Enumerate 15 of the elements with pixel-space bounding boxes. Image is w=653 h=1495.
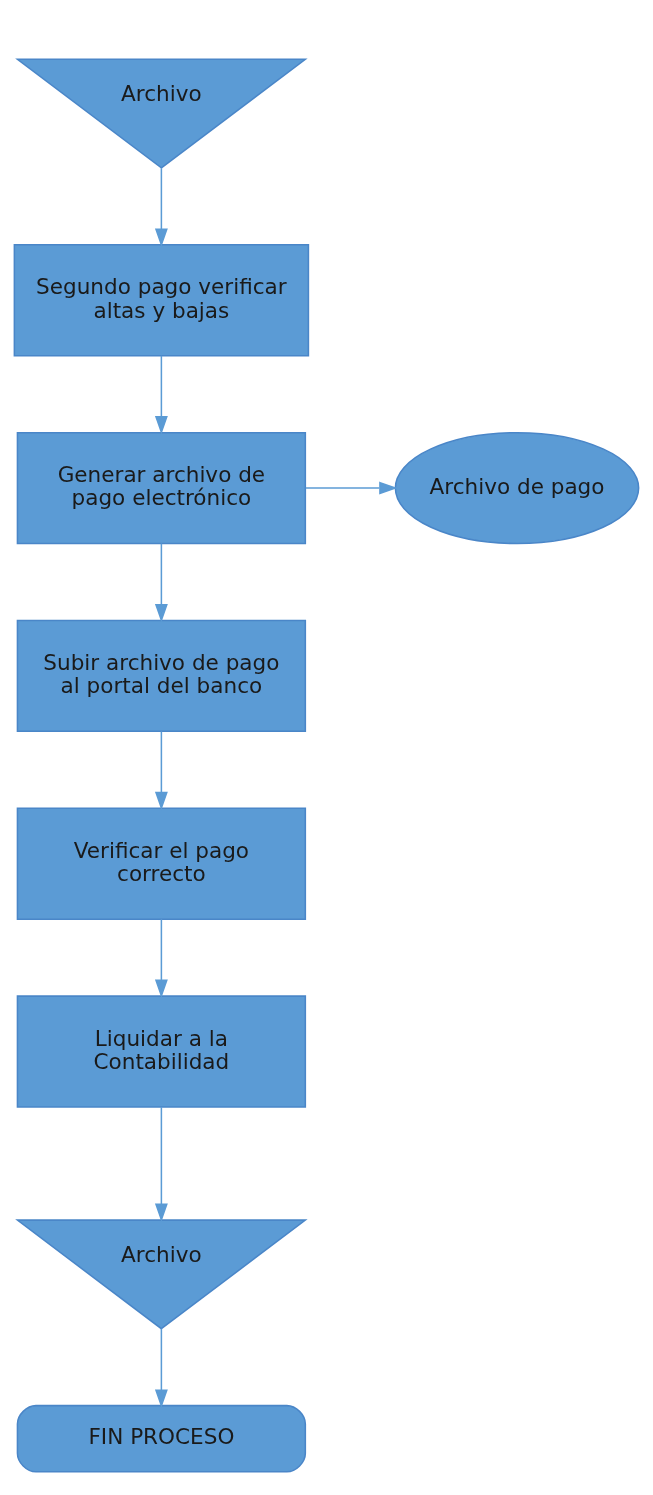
arrow xyxy=(305,481,398,495)
arrow xyxy=(154,354,168,435)
arrow xyxy=(154,730,168,811)
arrow xyxy=(154,167,168,248)
node-box: Liquidar a la Contabilidad xyxy=(16,995,307,1108)
node-box: FIN PROCESO xyxy=(16,1404,307,1473)
node-ellipse: Archivo de pago xyxy=(394,431,640,545)
arrow xyxy=(154,1106,168,1222)
node-box: Generar archivo de pago electrónico xyxy=(16,431,307,545)
arrow xyxy=(154,542,168,623)
node-box: Segundo pago verificar altas y bajas xyxy=(13,244,310,357)
arrow xyxy=(154,1327,168,1408)
node-box: Verificar el pago correcto xyxy=(16,807,307,920)
node-box: Subir archivo de pago al portal del banco xyxy=(16,619,307,733)
arrow xyxy=(154,918,168,999)
